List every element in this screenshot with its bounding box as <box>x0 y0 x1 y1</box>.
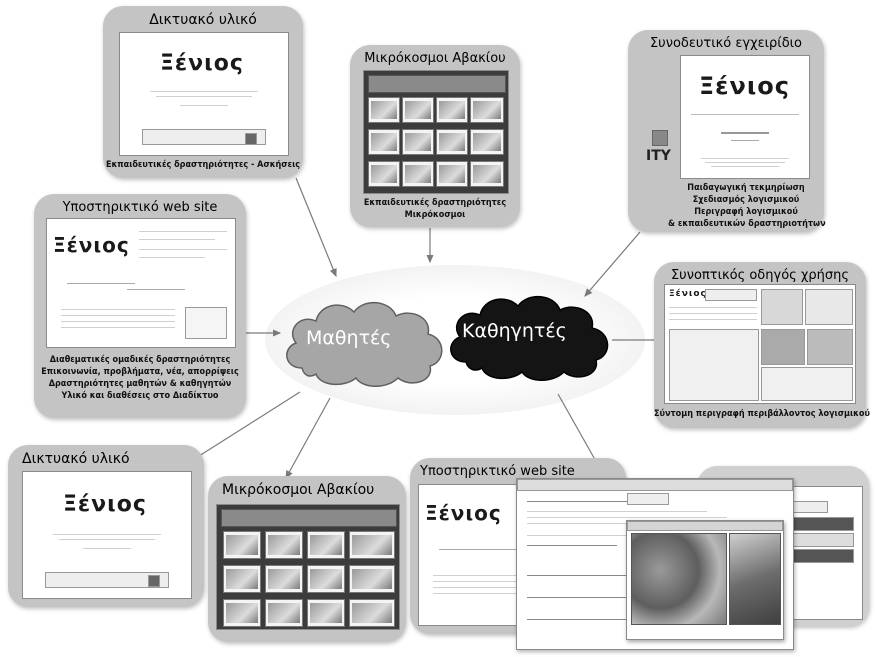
quick-guide-screenshot: Ξένιος <box>664 284 856 404</box>
teachers-cloud <box>450 296 609 381</box>
caption-line: Παιδαγωγική τεκμηρίωση <box>687 183 805 193</box>
panel-caption: Σύντομη περιγραφή περιβάλλοντος λογισμικ… <box>654 408 870 420</box>
xenios-logo: Ξένιος <box>160 51 244 76</box>
panel-title: Μικρόκοσμοι Αβακίου <box>364 51 506 66</box>
caption-line: Μικρόκοσμοι <box>404 210 466 220</box>
panel-caption: Εκπαιδευτικές δραστηριότητες - Ασκήσεις <box>103 159 303 171</box>
panel-title: Δικτυακό υλικό <box>22 451 130 467</box>
caption-line: Σύντομη περιγραφή περιβάλλοντος λογισμικ… <box>654 409 870 419</box>
ity-mark: ITY <box>646 148 671 164</box>
panel-companion-manual: Συνοδευτικό εγχειρίδιο Ξένιος ITY Παιδαγ… <box>628 30 826 232</box>
panel-microworlds-top: Μικρόκοσμοι Αβακίου Εκπαιδευτικές δραστη… <box>350 45 520 227</box>
network-material-screenshot: Ξένιος <box>119 32 289 156</box>
panel-network-material-bottom: Δικτυακό υλικό Ξένιος <box>8 445 204 607</box>
panel-title: Υποστηρικτικό web site <box>420 464 575 479</box>
network-material-screenshot: Ξένιος <box>22 471 192 599</box>
caption-line: & εκπαιδευτικών δραστηριοτήτων <box>668 219 826 229</box>
map-image <box>631 533 727 625</box>
microworlds-screenshot <box>216 504 400 630</box>
panel-title: Δικτυακό υλικό <box>149 12 257 28</box>
caption-line: Δραστηριότητες μαθητών & καθηγητών <box>48 379 232 389</box>
xenios-logo: Ξένιος <box>63 492 147 517</box>
students-cloud <box>286 302 443 387</box>
caption-line: Εκπαιδευτικές δραστηριότητες <box>363 198 507 208</box>
caption-line: Περιγραφή λογισμικού <box>694 207 798 217</box>
xenios-logo: Ξένιος <box>699 72 790 100</box>
arrow-manual <box>584 231 641 297</box>
xenios-logo: Ξένιος <box>425 501 502 525</box>
teachers-label: Καθηγητές <box>462 320 567 342</box>
xenios-logo: Ξένιος <box>53 233 130 257</box>
arrow-network-top <box>295 177 337 278</box>
panel-caption: Διαθεματικές ομαδικές δραστηριότητες Επι… <box>34 354 246 402</box>
panel-support-site-left: Υποστηρικτικό web site Ξένιος Διαθεματικ… <box>34 194 246 418</box>
students-label: Μαθητές <box>306 327 392 349</box>
panel-title: Υποστηρικτικό web site <box>62 200 218 215</box>
panel-network-material-top: Δικτυακό υλικό Ξένιος Εκπαιδευτικές δρασ… <box>103 6 303 178</box>
microworlds-screenshot <box>363 70 509 194</box>
caption-line: Σχεδιασμός λογισμικού <box>692 195 800 205</box>
caption-line: Εκπαιδευτικές δραστηριότητες - Ασκήσεις <box>105 160 301 170</box>
panel-microworlds-bottom: Μικρόκοσμοι Αβακίου <box>208 476 406 642</box>
panel-caption: Παιδαγωγική τεκμηρίωση Σχεδιασμός λογισμ… <box>668 182 826 230</box>
panel-title: Μικρόκοσμοι Αβακίου <box>222 482 375 498</box>
arrow-microworlds-bottom <box>285 397 331 480</box>
panel-title: Συνοδευτικό εγχειρίδιο <box>649 36 803 51</box>
support-site-screenshot: Ξένιος <box>46 218 236 348</box>
map-photo-screenshot <box>626 520 784 640</box>
panel-quick-guide: Συνοπτικός οδηγός χρήσης Ξένιος Σύντομη … <box>654 262 870 428</box>
caption-line: Υλικό και διαθέσεις στο Διαδίκτυο <box>61 391 219 401</box>
panel-caption: Εκπαιδευτικές δραστηριότητες Μικρόκοσμοι <box>350 197 520 221</box>
caption-line: Διαθεματικές ομαδικές δραστηριότητες <box>49 355 231 365</box>
manual-side-emblem <box>652 130 668 146</box>
manual-cover-screenshot: Ξένιος <box>680 55 810 179</box>
photo-image <box>729 533 781 625</box>
panel-title: Συνοπτικός οδηγός χρήσης <box>670 268 850 283</box>
caption-line: Επικοινωνία, προβλήματα, νέα, απορρίψεις <box>41 367 239 377</box>
link-network-bottom <box>187 391 301 464</box>
